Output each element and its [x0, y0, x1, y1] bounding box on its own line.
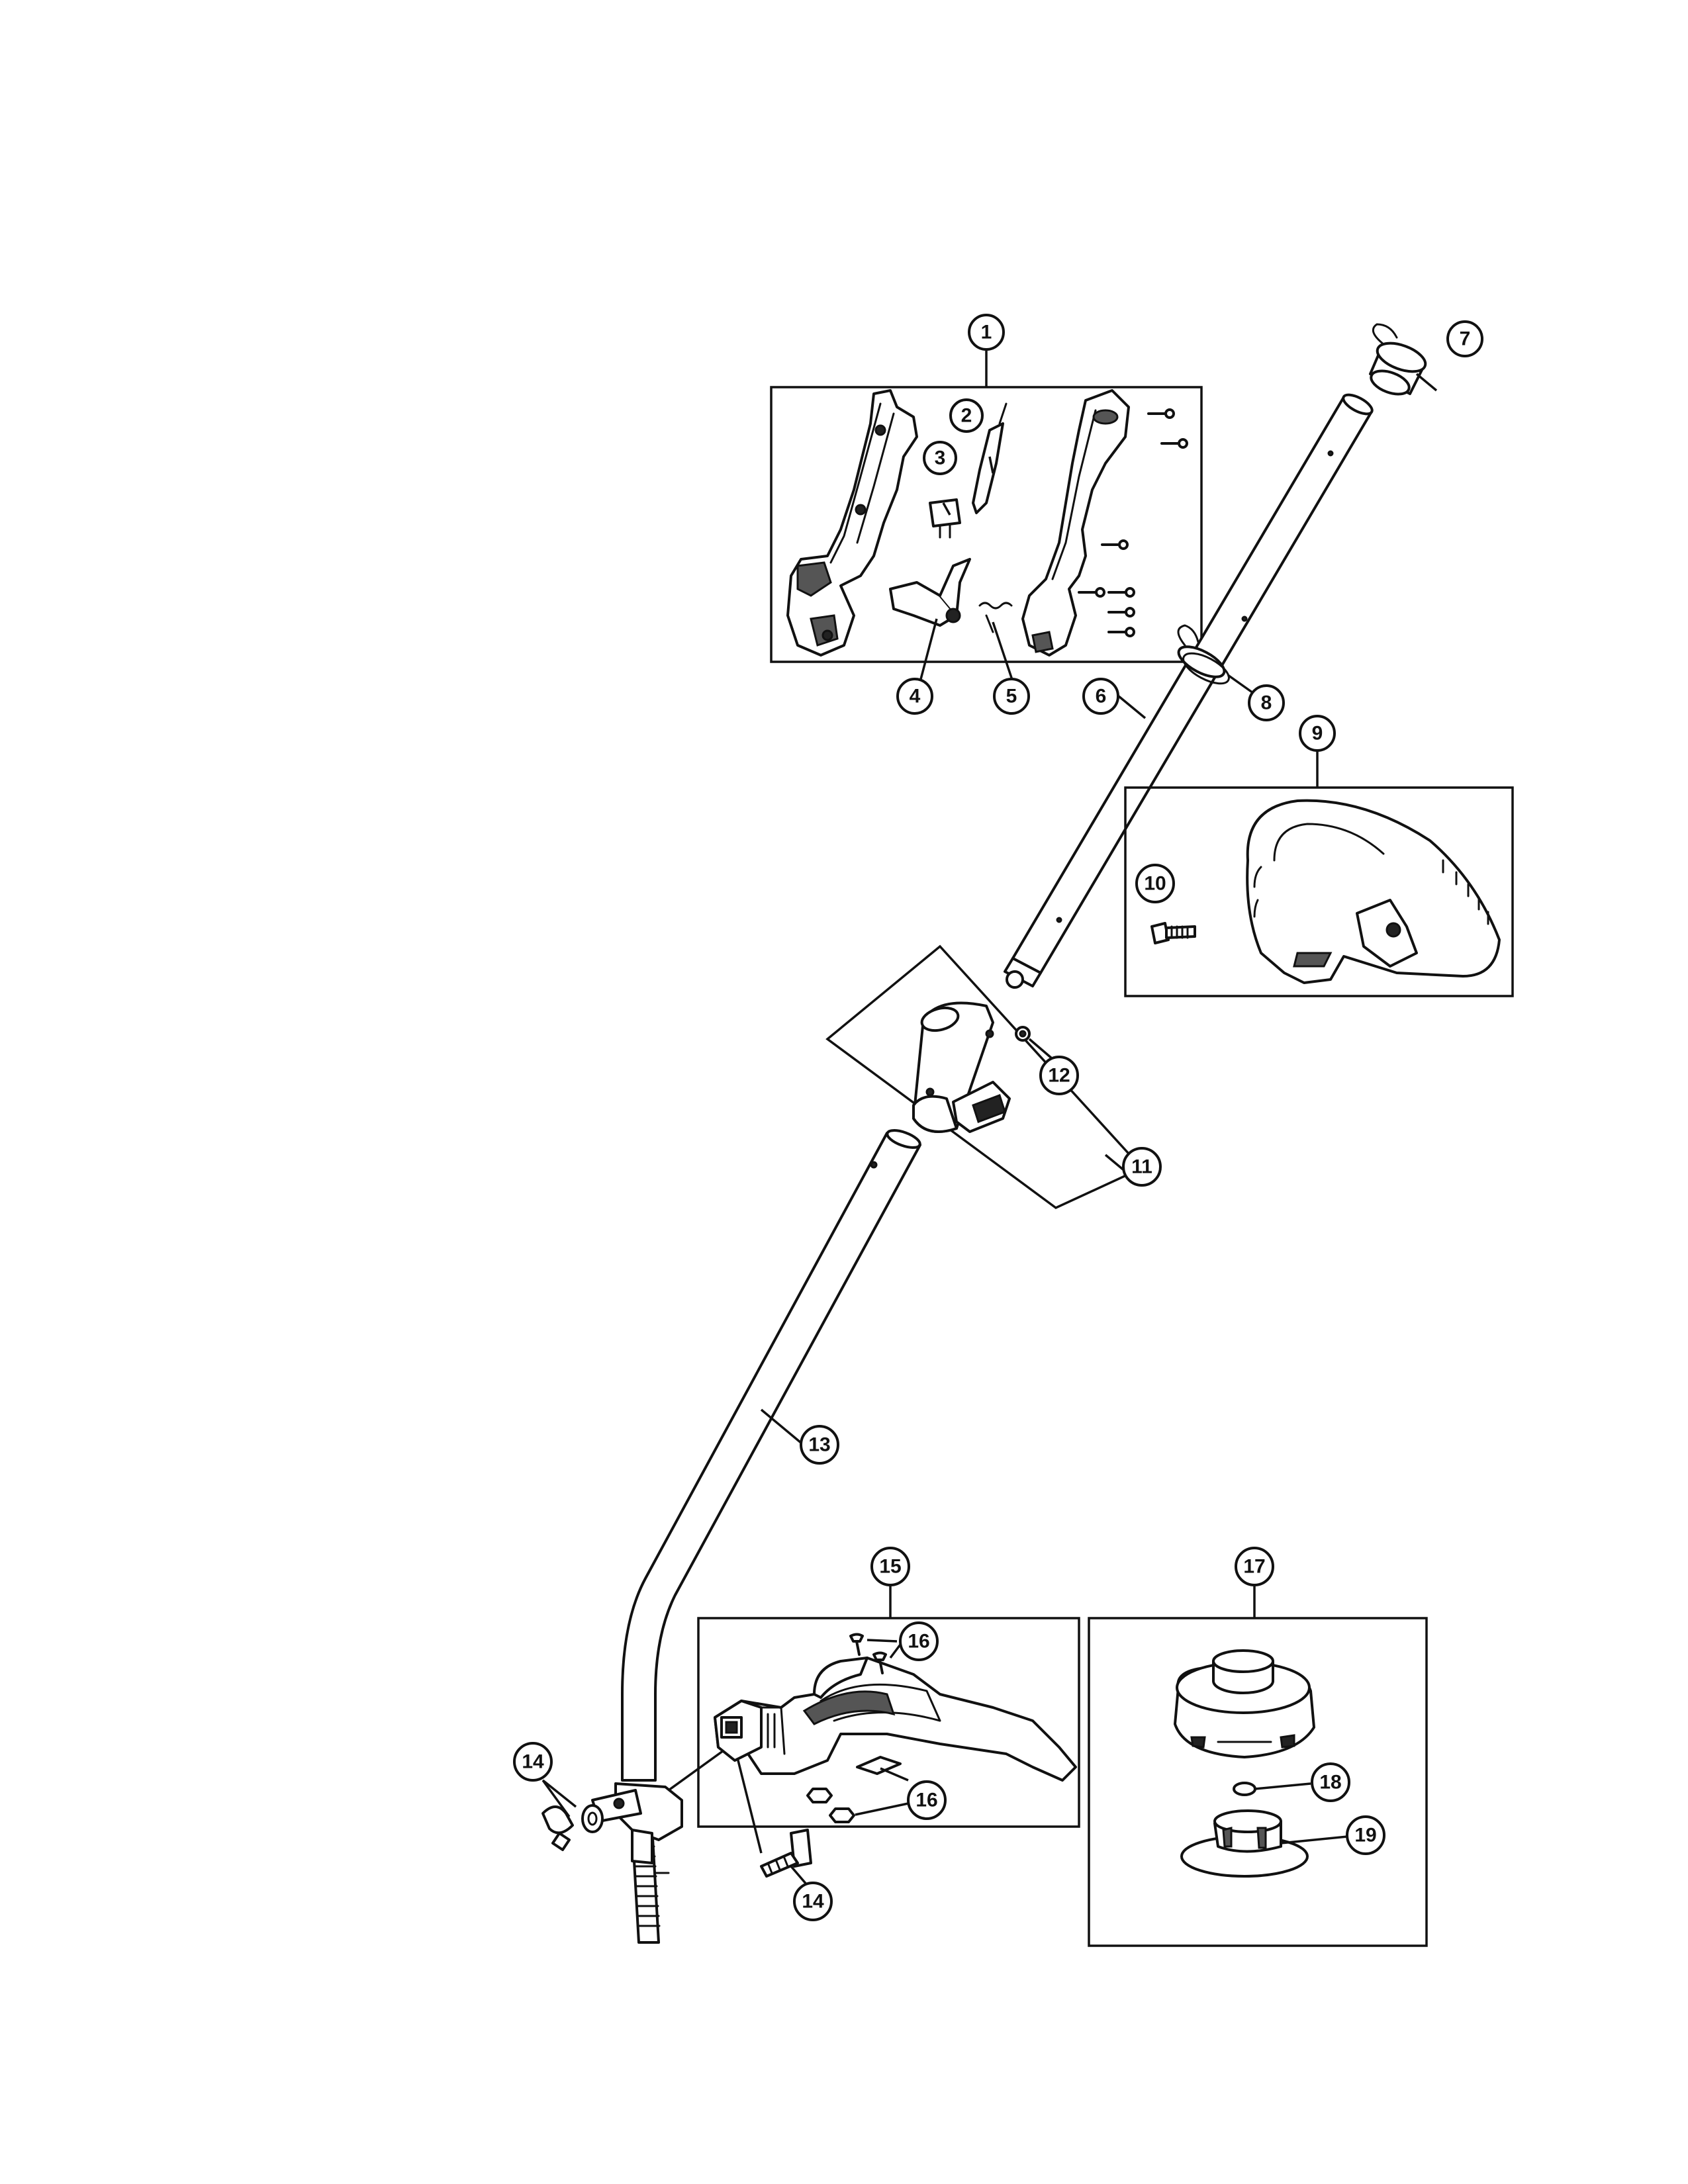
- switch: [929, 498, 961, 539]
- svg-text:2: 2: [961, 405, 972, 427]
- callout-16-screws: 16: [899, 1621, 939, 1661]
- svg-text:3: 3: [935, 447, 946, 469]
- coupler-screw: [1015, 1026, 1031, 1042]
- callout-4: 4: [896, 678, 933, 715]
- svg-text:1: 1: [981, 322, 992, 343]
- callout-9: 9: [1299, 715, 1336, 752]
- spool-base: [1180, 1809, 1348, 1878]
- shaft-cap: [1369, 323, 1427, 396]
- callout-1: 1: [968, 314, 1005, 351]
- callout-6: 6: [1082, 678, 1119, 715]
- housing-screws: [1078, 408, 1188, 637]
- group-box-assist-handle: [1124, 751, 1514, 997]
- callout-12: 12: [1039, 1056, 1079, 1095]
- callout-16-nuts: 16: [907, 1780, 947, 1820]
- callout-19: 19: [1346, 1815, 1385, 1855]
- callout-7: 7: [1446, 320, 1483, 357]
- svg-text:9: 9: [1312, 723, 1323, 745]
- svg-text:12: 12: [1048, 1065, 1070, 1087]
- group-box-guard: [697, 1585, 1080, 1828]
- svg-text:5: 5: [1006, 686, 1017, 707]
- svg-text:11: 11: [1131, 1156, 1152, 1178]
- svg-text:17: 17: [1243, 1556, 1265, 1578]
- svg-text:15: 15: [879, 1556, 901, 1578]
- callout-3: 3: [923, 441, 957, 475]
- callout-10: 10: [1135, 864, 1175, 903]
- svg-text:14: 14: [802, 1891, 824, 1913]
- handle-bolt: [1150, 922, 1196, 944]
- svg-text:4: 4: [910, 686, 921, 707]
- assist-handle: [1246, 799, 1501, 984]
- callout-14-bolt: 14: [793, 1882, 833, 1921]
- guard: [714, 1657, 1077, 1782]
- housing-half-right: [1021, 389, 1130, 657]
- trigger-lever: [889, 558, 971, 627]
- coupler: [912, 1001, 1011, 1133]
- wing-nut-and-washer: [541, 1804, 604, 1851]
- group-box-spool: [1088, 1585, 1428, 1947]
- callout-15: 15: [870, 1547, 910, 1586]
- guard-blade-and-nuts: [806, 1756, 909, 1823]
- svg-text:18: 18: [1319, 1772, 1341, 1794]
- group-box-handle-housing: [770, 351, 1203, 663]
- callout-17: 17: [1235, 1547, 1274, 1586]
- spool-housing: [1174, 1649, 1315, 1758]
- clamp-ring: [1177, 624, 1230, 685]
- svg-text:16: 16: [915, 1790, 937, 1811]
- lock-off-button: [972, 402, 1008, 514]
- callout-8: 8: [1248, 684, 1285, 721]
- guard-screws: [849, 1633, 902, 1674]
- svg-text:13: 13: [808, 1434, 830, 1456]
- svg-text:14: 14: [522, 1751, 544, 1773]
- carriage-bolt: [760, 1829, 812, 1878]
- svg-text:16: 16: [908, 1631, 929, 1653]
- callout-18: 18: [1311, 1762, 1350, 1802]
- svg-text:10: 10: [1144, 873, 1166, 895]
- shaft-clamp-bracket: [591, 1782, 683, 1864]
- svg-text:6: 6: [1096, 686, 1107, 707]
- svg-text:8: 8: [1261, 692, 1272, 714]
- upper-shaft: [1004, 393, 1374, 989]
- callout-11: 11: [1122, 1147, 1162, 1187]
- svg-text:7: 7: [1460, 328, 1471, 350]
- spring-spool: [1233, 1782, 1311, 1796]
- callout-13: 13: [800, 1425, 839, 1465]
- callout-leaders: [541, 373, 1438, 1891]
- svg-text:19: 19: [1354, 1825, 1376, 1846]
- callout-14-wing-nut: 14: [513, 1742, 553, 1782]
- callout-5: 5: [993, 678, 1030, 715]
- callout-2: 2: [949, 398, 984, 433]
- housing-half-left: [786, 389, 918, 657]
- spring: [978, 602, 1013, 633]
